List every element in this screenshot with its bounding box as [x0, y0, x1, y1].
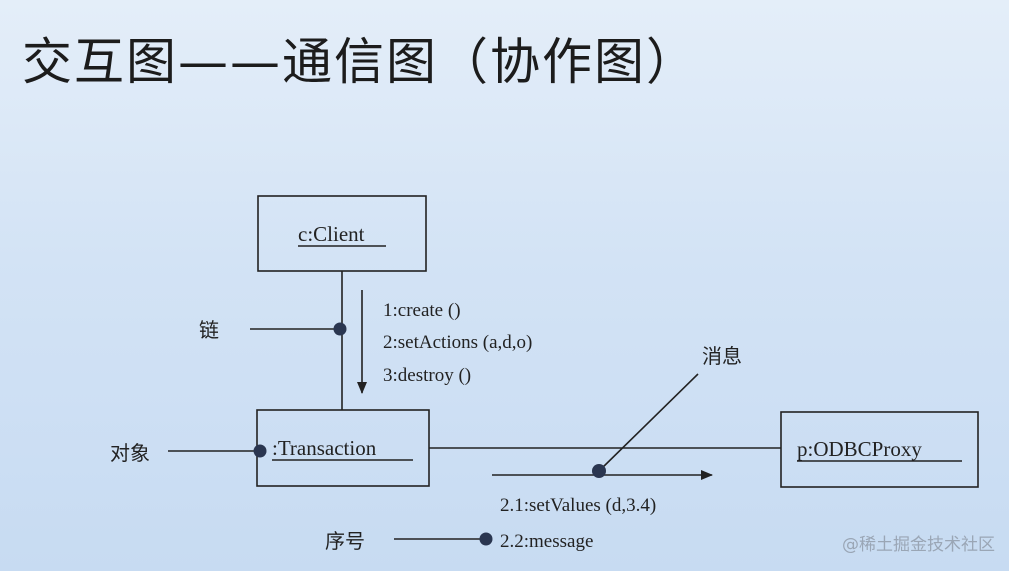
annotation-sequence-label: 序号	[325, 529, 365, 553]
annotation-object-label: 对象	[110, 441, 150, 465]
annotation-sequence-dot	[479, 532, 493, 546]
object-transaction: :Transaction	[256, 409, 430, 487]
message-set-values: 2.1:setValues (d,3.4)	[500, 495, 656, 516]
annotation-message-dot	[592, 464, 606, 478]
message-message: 2.2:message	[500, 531, 593, 552]
message-create: 1:create ()	[383, 300, 461, 321]
annotation-message-label: 消息	[702, 344, 742, 368]
annotation-link-label: 链	[199, 318, 219, 342]
slide-title: 交互图——通信图（协作图）	[22, 33, 698, 91]
annotation-object-dot	[253, 444, 267, 458]
object-transaction-label: :Transaction	[272, 436, 377, 460]
message-set-actions: 2:setActions (a,d,o)	[383, 332, 532, 353]
object-proxy-label: p:ODBCProxy	[797, 437, 922, 461]
annotation-message-pointer	[598, 373, 699, 472]
annotation-link-dot	[333, 322, 347, 336]
object-client: c:Client	[257, 195, 427, 272]
message-destroy: 3:destroy ()	[383, 365, 471, 386]
object-proxy: p:ODBCProxy	[780, 411, 979, 488]
object-client-label: c:Client	[298, 222, 365, 246]
watermark: @稀土掘金技术社区	[842, 535, 995, 555]
